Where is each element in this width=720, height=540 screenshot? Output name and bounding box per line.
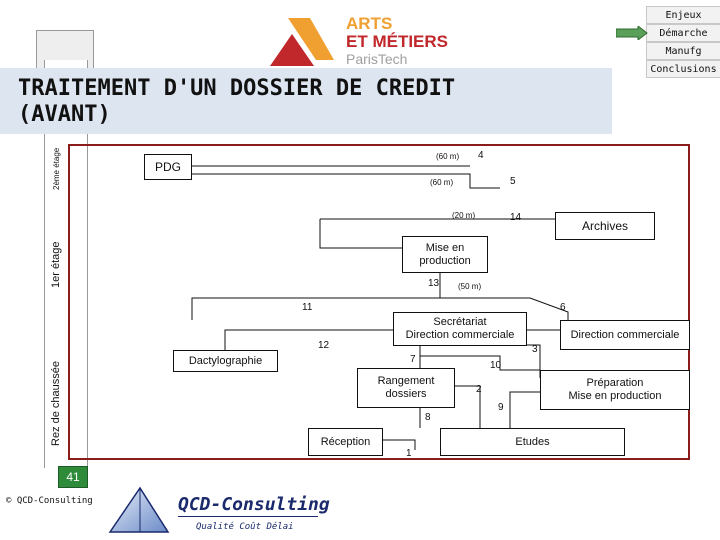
step-8: 8 (425, 412, 431, 423)
box-dactylographie: Dactylographie (173, 350, 278, 372)
flow-line-9 (509, 391, 540, 428)
qcd-logo-icon (108, 486, 170, 533)
logo-text-line2: ET MÉTIERS (346, 32, 449, 51)
flow-line-12 (224, 329, 393, 350)
flow-line-2 (455, 385, 481, 428)
copyright-text: © QCD-Consulting (6, 496, 93, 506)
page-title: TRAITEMENT D'UN DOSSIER DE CREDIT (AVANT… (18, 76, 456, 127)
step-6: 6 (560, 302, 566, 313)
step-14: 14 (510, 212, 522, 223)
nav-arrow-icon (616, 26, 648, 40)
page-number: 41 (58, 466, 88, 488)
box-direction-commerciale: Direction commerciale (560, 320, 690, 350)
nav-item-manufg[interactable]: Manufg (646, 42, 720, 60)
nav-item-enjeux[interactable]: Enjeux (646, 6, 720, 24)
logo-text-line3: ParisTech (346, 51, 408, 67)
step-13: 13 (428, 278, 440, 289)
box-archives: Archives (555, 212, 655, 240)
box-pdg: PDG (144, 154, 192, 180)
step-5: 5 (510, 176, 516, 187)
step-7: 7 (410, 354, 416, 365)
brand-tagline: Qualité Coût Délai (196, 522, 294, 532)
arts-et-metiers-logo: ARTS ET MÉTIERS ParisTech (262, 12, 458, 70)
step-11: 11 (302, 302, 313, 313)
flow-link-mise (319, 219, 402, 249)
brand-name: QCD-Consulting (178, 494, 330, 515)
step-12: 12 (318, 340, 330, 351)
logo-text-line1: ARTS (346, 14, 393, 33)
step-2: 2 (476, 384, 482, 395)
duration-14: (20 m) (452, 211, 476, 220)
flow-line-3 (527, 344, 541, 370)
duration-4: (60 m) (436, 152, 460, 161)
flow-line-1 (383, 439, 416, 450)
flow-line-6 (440, 297, 569, 320)
step-3: 3 (532, 344, 538, 355)
box-reception: Réception (308, 428, 383, 456)
box-etudes: Etudes (440, 428, 625, 456)
duration-5: (60 m) (430, 178, 454, 187)
step-4: 4 (478, 150, 484, 161)
title-band (0, 68, 612, 134)
logo-mark-icon (270, 18, 334, 66)
duration-13: (50 m) (458, 282, 482, 291)
step-1: 1 (406, 448, 412, 459)
diagram-frame (68, 144, 690, 460)
flow-line-11 (191, 297, 440, 320)
flow-line-5 (192, 173, 500, 189)
brand-underline (178, 516, 318, 517)
nav-item-conclusions[interactable]: Conclusions (646, 60, 720, 78)
step-9: 9 (498, 402, 504, 413)
step-10: 10 (490, 360, 502, 371)
